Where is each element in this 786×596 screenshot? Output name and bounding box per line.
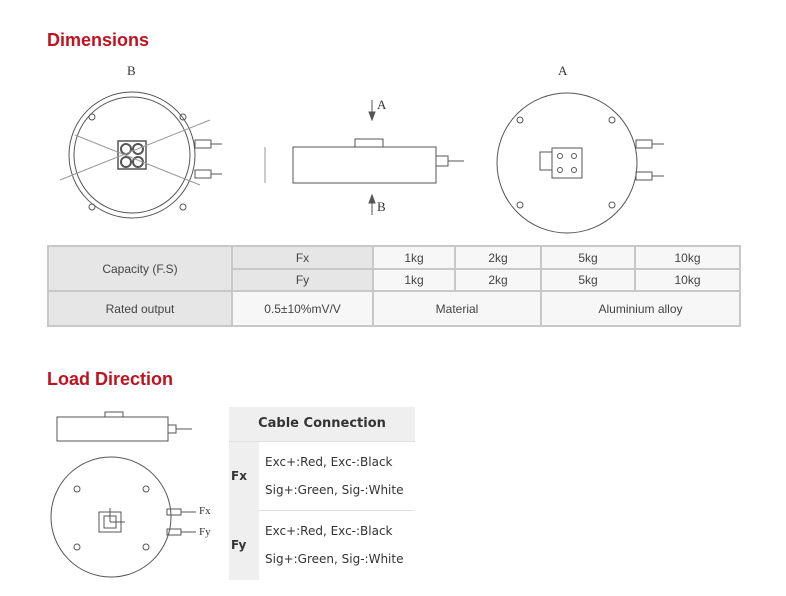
fx-label: Fx xyxy=(199,505,211,517)
cable-axis-fy: Fy xyxy=(229,510,259,580)
capacity-cell: 1kg xyxy=(372,268,456,292)
view-b-label: B xyxy=(127,63,136,78)
load-top-view-drawing xyxy=(50,456,196,578)
cable-header: Cable Connection xyxy=(229,407,415,442)
axis-fx: Fx xyxy=(231,245,374,270)
capacity-label: Capacity (F.S) xyxy=(47,245,233,292)
cable-connection-table: Cable Connection Fx Exc+:Red, Exc-:Black… xyxy=(229,407,415,580)
capacity-cell: 2kg xyxy=(454,268,542,292)
rated-output-value: 0.5±10%mV/V xyxy=(231,290,374,327)
arrow-a-label: A xyxy=(377,97,387,112)
axis-fy: Fy xyxy=(231,268,374,292)
load-side-view-drawing xyxy=(56,411,192,442)
cable-line: Sig+:Green, Sig-:White xyxy=(265,552,404,567)
capacity-cell: 1kg xyxy=(372,245,456,270)
view-a-label: A xyxy=(558,63,568,78)
side-view-drawing xyxy=(264,100,464,215)
specification-table: Capacity (F.S) Fx 1kg 2kg 5kg 10kg Fy 1k… xyxy=(47,245,741,327)
capacity-cell: 5kg xyxy=(540,268,636,292)
view-a-drawing xyxy=(496,92,664,234)
capacity-cell: 5kg xyxy=(540,245,636,270)
fy-label: Fy xyxy=(199,526,211,538)
load-direction-heading: Load Direction xyxy=(47,369,174,389)
capacity-cell: 10kg xyxy=(634,245,741,270)
cable-line: Exc+:Red, Exc-:Black xyxy=(265,524,393,539)
dimensions-heading: Dimensions xyxy=(47,30,150,50)
material-value: Aluminium alloy xyxy=(540,290,741,327)
arrow-b-label: B xyxy=(377,199,386,214)
cable-axis-fx: Fx xyxy=(229,441,259,510)
capacity-cell: 10kg xyxy=(634,268,741,292)
cable-line: Sig+:Green, Sig-:White xyxy=(265,482,404,497)
material-label: Material xyxy=(372,290,542,327)
view-b-drawing xyxy=(59,91,222,219)
rated-output-label: Rated output xyxy=(47,290,233,327)
capacity-cell: 2kg xyxy=(454,245,542,270)
cable-line: Exc+:Red, Exc-:Black xyxy=(265,454,393,469)
